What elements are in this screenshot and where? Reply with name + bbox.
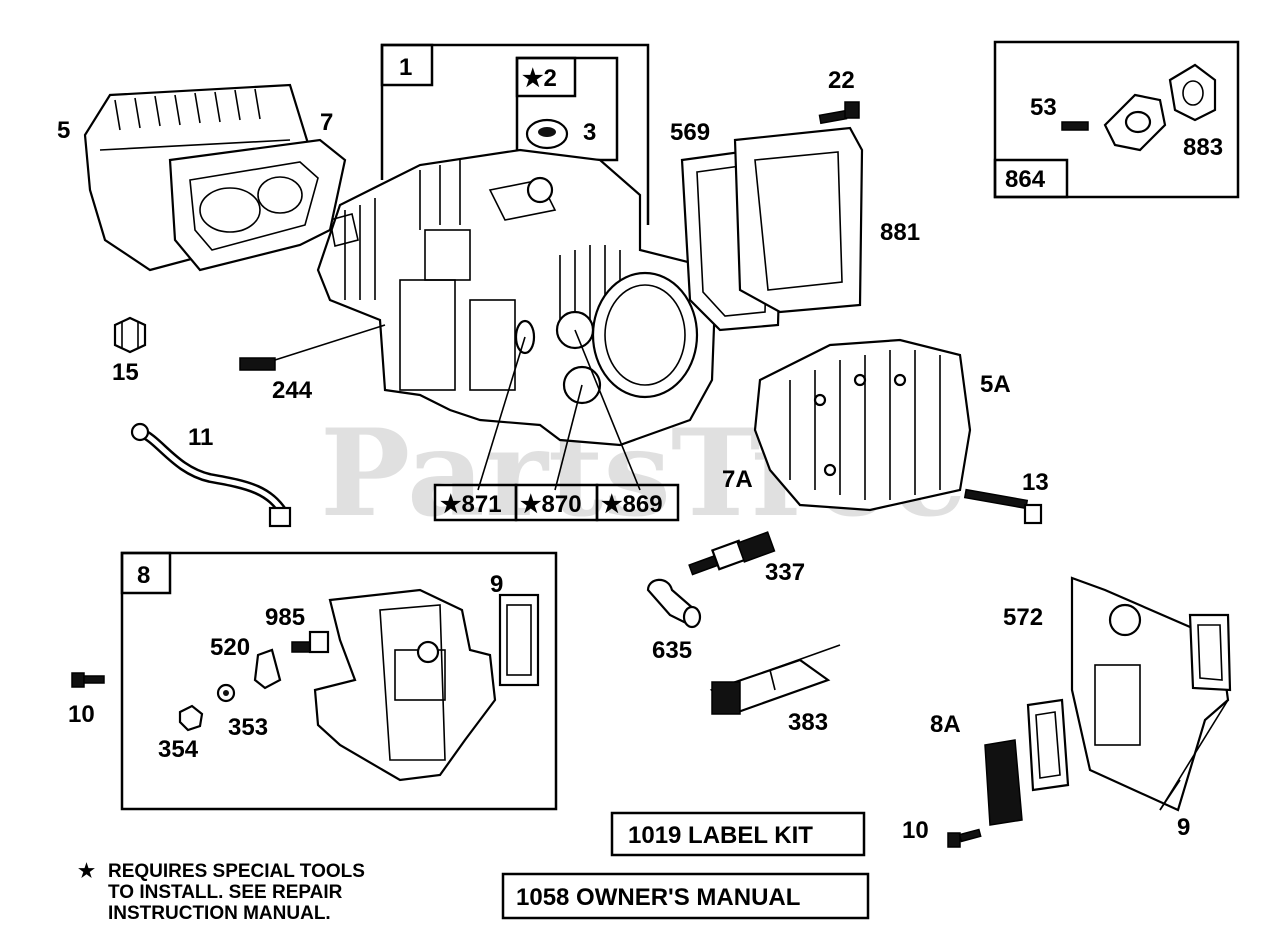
owners-manual-box: 1058 OWNER'S MANUAL [501, 872, 870, 920]
note-line-1: REQUIRES SPECIAL TOOLS [108, 861, 365, 882]
plate-8A-dark [984, 739, 1023, 826]
label-870: ★870 [520, 491, 582, 518]
plate-881 [733, 126, 864, 314]
engine-block [316, 148, 717, 491]
gasket-7 [168, 138, 347, 272]
label-10-right: 10 [902, 817, 929, 844]
boot-635 [646, 578, 702, 629]
label-7: 7 [320, 109, 333, 136]
label-864: 864 [1005, 166, 1046, 193]
bolt-10-right [947, 828, 982, 848]
label-881: 881 [880, 219, 920, 246]
label-13: 13 [1022, 469, 1049, 496]
label-9-box8: 9 [490, 571, 503, 598]
label-5: 5 [57, 117, 70, 144]
label-354: 354 [158, 736, 199, 763]
label-53: 53 [1030, 94, 1057, 121]
label-383: 383 [788, 709, 828, 736]
note-line-2: TO INSTALL. SEE REPAIR [108, 882, 343, 903]
label-353: 353 [228, 714, 268, 741]
label-871: ★871 [440, 491, 502, 518]
label-569: 569 [670, 119, 710, 146]
label-11: 11 [188, 424, 213, 451]
cylinder-head-5A [753, 338, 972, 512]
label-15: 15 [112, 359, 139, 386]
note-line-3: INSTRUCTION MANUAL. [108, 903, 331, 924]
shield-572 [1070, 576, 1230, 812]
plug-15 [113, 316, 147, 354]
label-7A: 7A [722, 466, 753, 493]
seal-kit-boxes: ★871 ★870 ★869 [433, 483, 680, 522]
label-2: ★2 [522, 65, 557, 92]
label-244: 244 [272, 377, 313, 404]
star-icon: ★ [78, 861, 95, 882]
label-883: 883 [1183, 134, 1223, 161]
label-9-right: 9 [1177, 814, 1190, 841]
label-869: ★869 [601, 491, 663, 518]
label-kit-text: 1019 LABEL KIT [628, 822, 813, 849]
label-985: 985 [265, 604, 305, 631]
bolt-13 [963, 488, 1043, 525]
label-572: 572 [1003, 604, 1043, 631]
label-8: 8 [137, 562, 150, 589]
group-box-1: 1 ★2 3 [380, 43, 650, 225]
owners-manual-text: 1058 OWNER'S MANUAL [516, 884, 800, 911]
bolt-10-left [71, 672, 105, 688]
special-tools-note: ★ REQUIRES SPECIAL TOOLS TO INSTALL. SEE… [78, 861, 365, 924]
label-1: 1 [399, 54, 412, 81]
label-8A: 8A [930, 711, 961, 738]
group-box-864: 864 53 883 [993, 40, 1240, 199]
label-22: 22 [828, 67, 855, 94]
label-3: 3 [583, 119, 596, 146]
label-5A: 5A [980, 371, 1011, 398]
part-383 [709, 644, 841, 715]
tube-11 [130, 422, 292, 528]
label-520: 520 [210, 634, 250, 661]
label-10-left: 10 [68, 701, 95, 728]
label-kit-box: 1019 LABEL KIT [610, 811, 866, 857]
fitting-244 [239, 324, 386, 371]
label-337: 337 [765, 559, 805, 586]
spark-plug-337 [688, 531, 776, 576]
label-635: 635 [652, 637, 692, 664]
gasket-8A [1026, 698, 1070, 792]
bolt-22 [818, 101, 860, 125]
group-box-8: 8 9 985 520 353 354 [120, 551, 558, 811]
gasket-9-right [1188, 613, 1232, 692]
